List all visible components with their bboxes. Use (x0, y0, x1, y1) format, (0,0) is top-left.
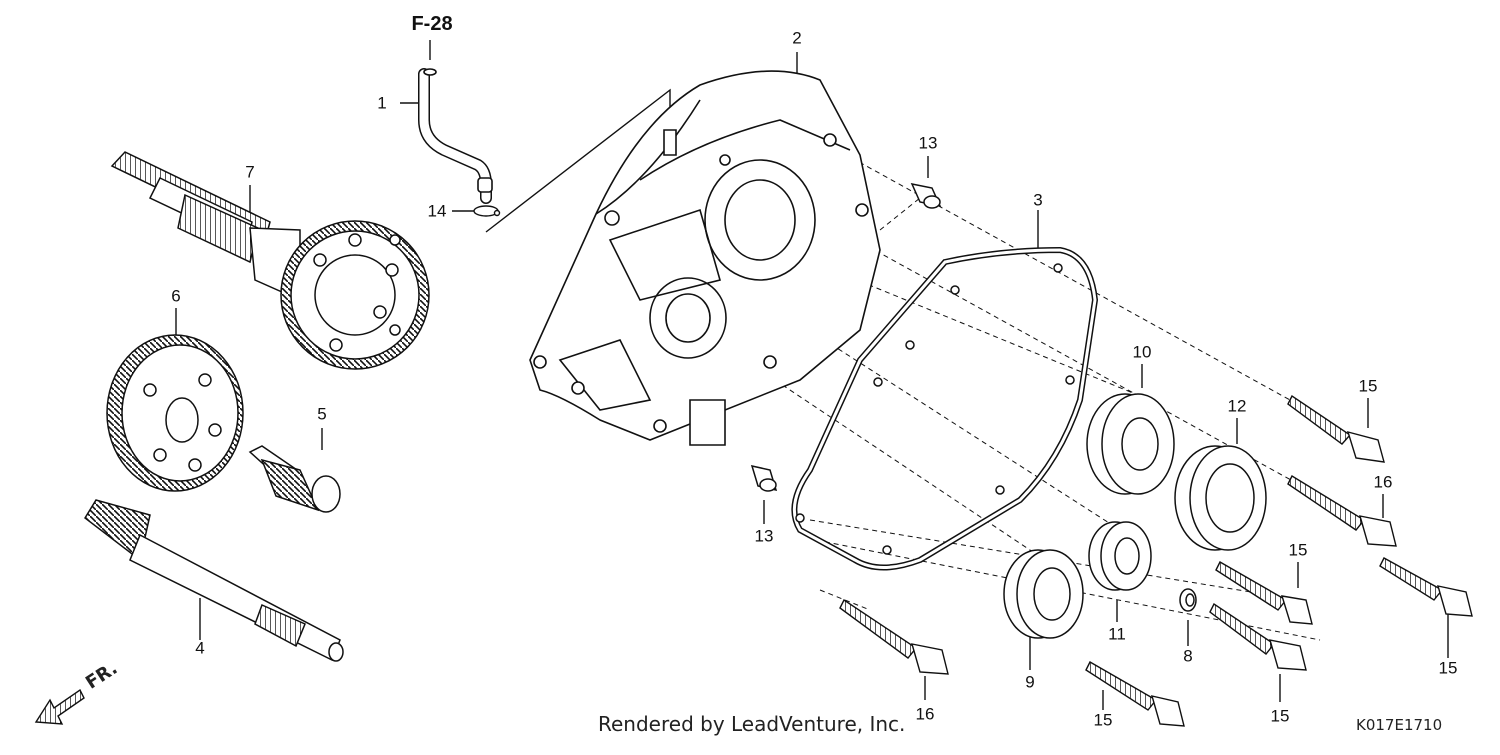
callout-7: 7 (245, 162, 255, 182)
callout-16-right: 16 (1373, 472, 1393, 492)
callout-11: 11 (1108, 624, 1126, 644)
dowel-pin-lower (750, 464, 778, 492)
callout-6: 6 (171, 286, 181, 306)
transmission-case (529, 70, 881, 446)
callout-8: 8 (1183, 646, 1193, 666)
final-gear (106, 334, 244, 492)
bolt-16-bottom (839, 598, 949, 675)
callout-9: 9 (1025, 672, 1035, 692)
oil-seal-12 (1174, 445, 1267, 551)
callout-13-lower: 13 (754, 526, 774, 546)
bolt-16-right (1287, 475, 1397, 547)
final-shaft (84, 499, 344, 662)
reference-tag: F-28 (411, 13, 453, 35)
bearing-9 (1003, 549, 1084, 639)
bolt-15-lower (1209, 602, 1307, 671)
case-gasket (791, 246, 1099, 571)
callout-10: 10 (1132, 342, 1152, 362)
callout-14: 14 (427, 201, 447, 221)
dowel-pin-upper (910, 182, 942, 209)
bolt-15-bottom (1085, 661, 1185, 727)
callout-13-upper: 13 (918, 133, 938, 153)
callout-15-upper: 15 (1358, 376, 1378, 396)
hose-clip (473, 205, 501, 217)
diagram-code: K017E1710 (1356, 716, 1443, 734)
breather-hose (418, 68, 493, 204)
callout-3: 3 (1033, 190, 1043, 210)
callout-5: 5 (317, 404, 327, 424)
callout-15-middle: 15 (1288, 540, 1308, 560)
bolt-15-middle (1215, 561, 1313, 625)
callout-15-bottom: 15 (1093, 710, 1113, 730)
callout-4: 4 (195, 638, 205, 658)
callout-15-lower: 15 (1270, 706, 1290, 726)
bolt-15-upper (1287, 394, 1385, 463)
callout-16-bottom: 16 (915, 704, 935, 724)
render-credit: Rendered by LeadVenture, Inc. (598, 712, 906, 736)
drive-pinion (248, 445, 341, 513)
front-arrow-icon (34, 688, 85, 725)
callout-1: 1 (377, 93, 387, 113)
bearing-10 (1086, 393, 1175, 495)
bearing-11 (1088, 521, 1152, 591)
callout-2: 2 (792, 28, 802, 48)
callout-12: 12 (1227, 396, 1247, 416)
washer-8 (1179, 588, 1197, 612)
bolt-15-far-right (1379, 557, 1473, 617)
counter-shaft (110, 151, 430, 370)
callout-15-far-right: 15 (1438, 658, 1458, 678)
